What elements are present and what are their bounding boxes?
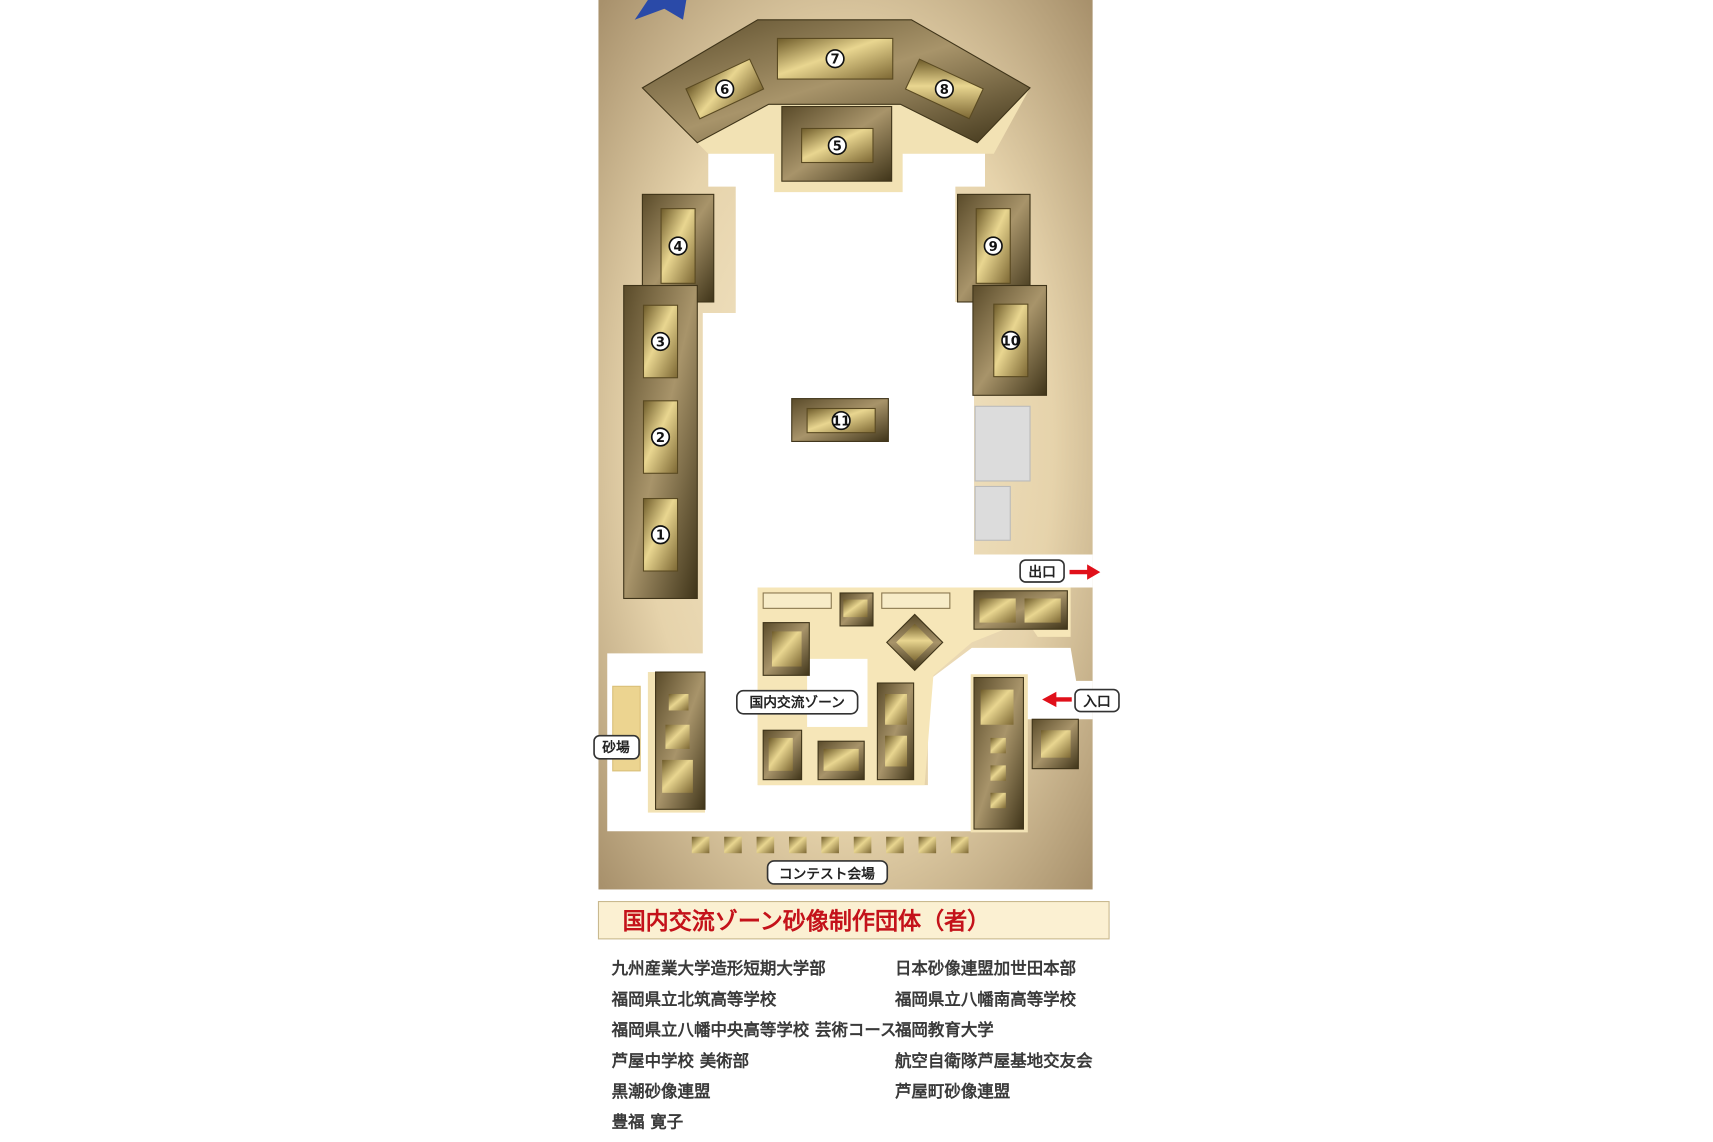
booth-number-badge: [650, 525, 671, 545]
booth-slab: [881, 592, 951, 609]
exit-label: 出口: [1019, 559, 1101, 583]
organization-name: 芦屋中学校 美術部: [612, 1051, 749, 1070]
booth-number-badge: [1001, 330, 1021, 351]
booth-number: 8: [940, 83, 949, 98]
contest-booth: [918, 836, 937, 854]
contest-booth: [691, 836, 710, 854]
booth-frame-top: [641, 19, 1031, 144]
booth: [768, 737, 793, 771]
domestic-zone-label: 国内交流ゾーン: [736, 689, 859, 715]
booth-number: 4: [673, 240, 682, 255]
sandbox-label: 砂場: [593, 734, 640, 760]
organization-name: 豊福 寛子: [612, 1113, 684, 1132]
grey-box: [974, 485, 1011, 541]
booth: [990, 765, 1006, 781]
exit-arrow-icon: [1069, 564, 1101, 580]
booth-number: 3: [656, 335, 665, 350]
sandbox-text: 砂場: [601, 739, 630, 756]
contest-booth: [886, 836, 904, 854]
booth-number: 2: [656, 431, 665, 446]
booth-number-badge: [831, 410, 851, 431]
organization-name: 福岡県立八幡南高等学校: [894, 990, 1077, 1009]
exit-text: 出口: [1028, 564, 1055, 581]
booth: [668, 693, 689, 711]
contest-booth: [756, 836, 775, 854]
compass-icon: [634, 0, 687, 20]
contest-booth: [821, 836, 839, 854]
organization-name: 九州産業大学造形短期大学部: [611, 959, 826, 978]
booth-number: 6: [720, 83, 729, 98]
section-title-bar: [597, 900, 1110, 940]
entrance-label: 入口: [1042, 688, 1120, 713]
booth: [823, 748, 859, 771]
booth: [979, 598, 1016, 623]
booth-number: 9: [989, 240, 998, 255]
grey-box: [974, 405, 1031, 482]
booth-number-badge: [825, 49, 845, 69]
booth-slab: [762, 592, 832, 609]
booth: [1040, 730, 1071, 758]
organization-name: 福岡県立北筑高等学校: [611, 990, 777, 1009]
booth: [843, 599, 868, 618]
booth-number-badge: [650, 331, 671, 352]
section-title: 国内交流ゾーン砂像制作団体（者）: [623, 908, 991, 935]
organization-name: 芦屋町砂像連盟: [895, 1082, 1011, 1101]
booth-number-badge: [715, 79, 735, 99]
organization-name: 黒潮砂像連盟: [612, 1082, 711, 1101]
booth: [885, 693, 908, 725]
booth-number-badge: [668, 236, 688, 256]
booth-number-badge: [983, 236, 1003, 256]
booth: [1024, 598, 1061, 623]
booth: [885, 735, 908, 767]
domestic-zone-text: 国内交流ゾーン: [750, 694, 845, 711]
booth-number-badge: [827, 135, 847, 156]
booth-number-badge: [650, 427, 671, 447]
organization-name: 福岡県立八幡中央高等学校 芸術コース: [611, 1021, 897, 1040]
contest-booth: [853, 836, 872, 854]
booth: [662, 759, 693, 793]
organization-name: 福岡教育大学: [894, 1021, 994, 1040]
organization-name: 日本砂像連盟加世田本部: [895, 959, 1076, 978]
booth: [980, 689, 1014, 725]
contest-venue-text: コンテスト会場: [779, 865, 875, 882]
booth-number: 5: [833, 139, 842, 154]
booth: [990, 737, 1006, 754]
booth-number: 7: [831, 53, 840, 68]
booth-number: 1: [656, 529, 665, 544]
booth-number: 10: [1002, 334, 1020, 349]
organization-name: 航空自衛隊芦屋基地交友会: [895, 1051, 1093, 1070]
booth: [665, 724, 690, 749]
contest-booth: [950, 836, 969, 854]
booth-number-badge: [934, 79, 954, 99]
booth: [990, 792, 1006, 809]
contest-booth: [724, 836, 742, 854]
entrance-text: 入口: [1083, 694, 1110, 710]
booth-number: 11: [832, 415, 850, 430]
contest-booth: [788, 836, 807, 854]
entrance-arrow-icon: [1042, 691, 1072, 708]
contest-venue-label: コンテスト会場: [766, 860, 889, 885]
booth: [771, 631, 802, 667]
walkway-main: [702, 153, 1093, 588]
